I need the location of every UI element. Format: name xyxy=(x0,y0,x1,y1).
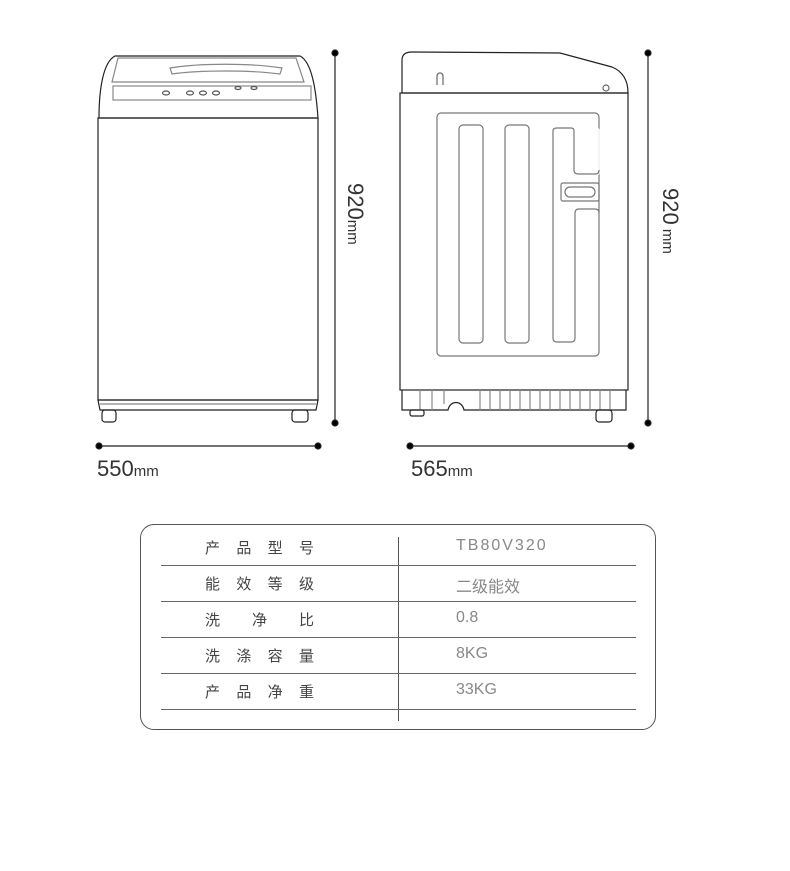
spec-label: 产品型号 xyxy=(205,539,317,557)
spec-row: 洗涤容量 8KG xyxy=(161,637,636,674)
front-height-label: 920mm xyxy=(342,183,368,245)
side-height-label: 920 mm xyxy=(657,188,683,254)
side-height-unit: mm xyxy=(659,224,676,254)
front-view-drawing xyxy=(97,55,319,423)
side-depth-dimension-line xyxy=(406,442,635,450)
spec-value: TB80V320 xyxy=(456,537,548,554)
column-divider xyxy=(398,537,400,721)
spec-row: 能效等级 二级能效 xyxy=(161,565,636,602)
spec-row: 产品型号 TB80V320 xyxy=(161,529,636,566)
spec-row: 洗净比 0.8 xyxy=(161,601,636,638)
front-width-unit: mm xyxy=(133,463,159,480)
side-view-drawing xyxy=(399,51,629,423)
front-height-value: 920 xyxy=(343,183,368,220)
spec-table: 产品型号 TB80V320 能效等级 二级能效 洗净比 0.8 洗涤容量 8KG 产品净… xyxy=(140,524,656,730)
spec-value: 8KG xyxy=(456,645,489,662)
spec-row: 产品净重 33KG xyxy=(161,673,636,710)
side-depth-value: 565 xyxy=(411,456,448,481)
side-depth-unit: mm xyxy=(447,463,473,480)
spec-value: 二级能效 xyxy=(456,579,521,596)
spec-label: 洗净比 xyxy=(205,611,317,629)
front-width-label: 550mm xyxy=(97,456,159,482)
front-height-unit: mm xyxy=(344,219,361,245)
front-height-dimension-line xyxy=(331,49,339,427)
front-width-value: 550 xyxy=(97,456,134,481)
spec-value: 0.8 xyxy=(456,609,479,626)
front-width-dimension-line xyxy=(95,442,322,450)
spec-label: 产品净重 xyxy=(205,683,317,701)
spec-label: 能效等级 xyxy=(205,575,317,593)
side-depth-label: 565mm xyxy=(411,456,473,482)
side-height-dimension-line xyxy=(644,49,652,427)
spec-value: 33KG xyxy=(456,681,497,698)
side-height-value: 920 xyxy=(658,188,683,225)
spec-label: 洗涤容量 xyxy=(205,647,317,665)
